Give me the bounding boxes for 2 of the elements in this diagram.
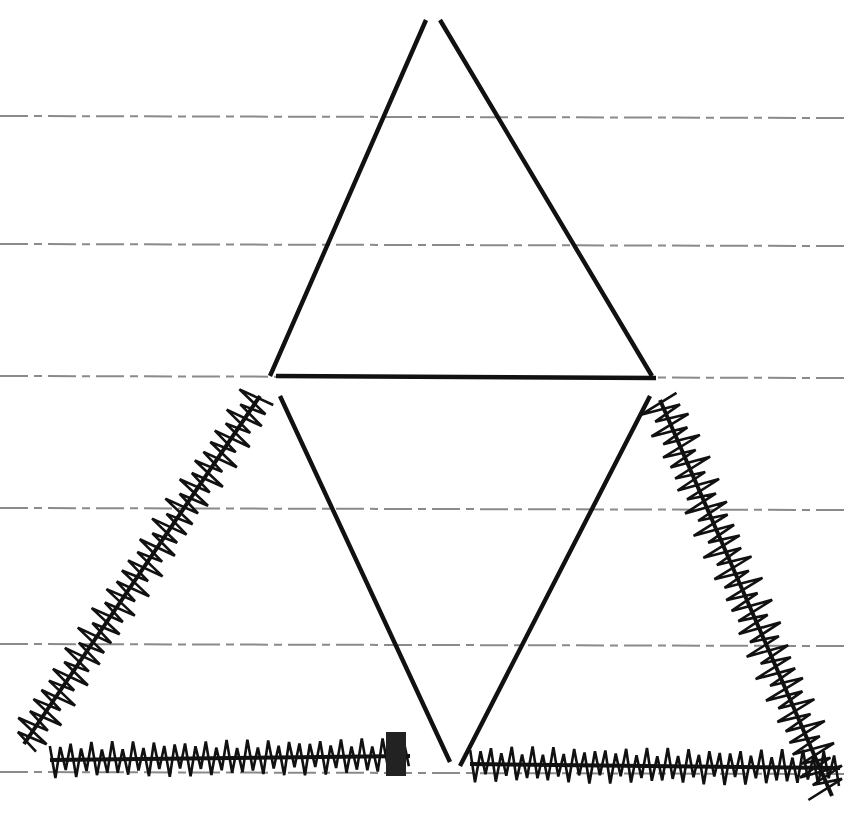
triangle-shape [266,16,660,382]
triangle-shape [276,392,656,772]
